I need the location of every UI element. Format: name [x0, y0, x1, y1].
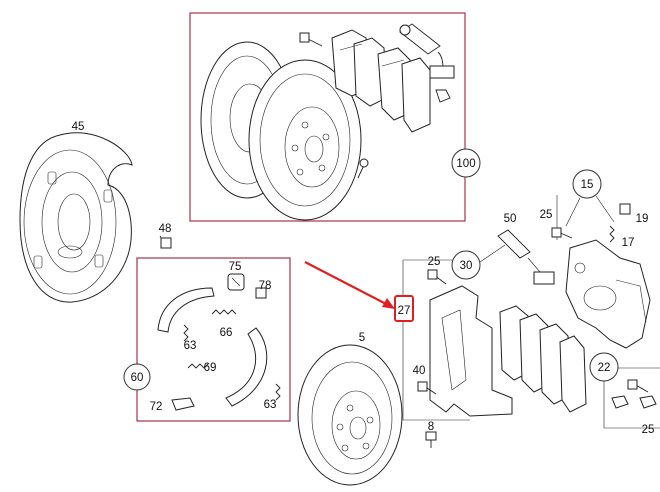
- callout-75-label[interactable]: 75: [229, 261, 242, 273]
- spring-69[interactable]: [187, 363, 209, 369]
- callout-27-label: 27: [398, 305, 411, 317]
- group-60-frame: [136, 257, 291, 422]
- spring-63-lower[interactable]: [275, 383, 281, 401]
- bolt-25-group-15[interactable]: [551, 227, 573, 239]
- callout-15-label: 15: [581, 179, 594, 191]
- callout-63-upper-label[interactable]: 63: [184, 340, 197, 352]
- bolt-group-100-b[interactable]: [357, 158, 369, 179]
- bleed-screw-17[interactable]: [609, 225, 615, 243]
- guide-pin-50[interactable]: [497, 229, 555, 285]
- parking-brake-shoe-upper[interactable]: [157, 287, 215, 333]
- callout-30[interactable]: 30: [451, 250, 481, 280]
- leader-15-b: [595, 195, 615, 223]
- callout-60-label: 60: [131, 372, 144, 384]
- leader-30: [479, 244, 506, 263]
- spring-66[interactable]: [211, 309, 237, 315]
- part-72[interactable]: [171, 397, 195, 411]
- bolt-25-group-30[interactable]: [427, 269, 447, 285]
- brake-disc-5[interactable]: [297, 344, 403, 486]
- callout-30-label: 30: [460, 260, 473, 272]
- callout-40-label[interactable]: 40: [413, 365, 426, 377]
- adjuster-75[interactable]: [227, 273, 245, 291]
- callout-27-highlight[interactable]: 27: [394, 295, 414, 322]
- spring-63-upper[interactable]: [183, 324, 189, 342]
- callout-72-label[interactable]: 72: [150, 401, 163, 413]
- bolt-25-group-22[interactable]: [611, 379, 657, 409]
- parking-brake-shoe-lower[interactable]: [225, 327, 268, 407]
- callout-50-label[interactable]: 50: [504, 213, 517, 225]
- highlight-arrow-shaft: [304, 261, 389, 306]
- backing-plate[interactable]: [19, 132, 133, 303]
- bolt-group-100-a[interactable]: [299, 32, 323, 47]
- callout-19-label[interactable]: 19: [636, 213, 649, 225]
- callout-25-group-15-label[interactable]: 25: [540, 209, 553, 221]
- callout-69-label[interactable]: 69: [204, 362, 217, 374]
- callout-78-label[interactable]: 78: [259, 280, 272, 292]
- part-78[interactable]: [255, 287, 267, 299]
- callout-22[interactable]: 22: [589, 352, 619, 382]
- callout-66-label[interactable]: 66: [220, 327, 233, 339]
- callout-5-label[interactable]: 5: [359, 332, 365, 344]
- callout-45-label[interactable]: 45: [72, 121, 85, 133]
- bolt-8[interactable]: [425, 431, 437, 448]
- callout-22-label: 22: [598, 362, 611, 374]
- brake-disc-pair-group-100[interactable]: [200, 41, 362, 221]
- highlight-arrow-head: [382, 298, 395, 309]
- brake-pads-group-30[interactable]: [499, 305, 587, 413]
- group-100-frame: [189, 12, 466, 222]
- bolt-48[interactable]: [159, 235, 172, 249]
- callout-100-label: 100: [456, 158, 475, 170]
- leader-15-a: [565, 197, 581, 227]
- callout-8-label[interactable]: 8: [428, 421, 434, 433]
- cap-19[interactable]: [619, 203, 631, 215]
- caliper-carrier-27[interactable]: [429, 285, 513, 417]
- callout-15[interactable]: 15: [572, 169, 602, 199]
- callout-17-label[interactable]: 17: [622, 237, 635, 249]
- brake-pad-set-group-100[interactable]: [331, 29, 431, 133]
- callout-48-label[interactable]: 48: [159, 223, 172, 235]
- callout-60[interactable]: 60: [123, 363, 151, 391]
- group-22-frame: [603, 367, 660, 429]
- callout-100[interactable]: 100: [451, 148, 481, 178]
- callout-63-lower-label[interactable]: 63: [264, 399, 277, 411]
- wear-sensor-group-100[interactable]: [399, 23, 455, 103]
- callout-25-group-22-label[interactable]: 25: [642, 424, 655, 436]
- callout-25-group-30-label[interactable]: 25: [428, 256, 441, 268]
- brake-caliper-15[interactable]: [565, 239, 651, 349]
- bolt-40[interactable]: [417, 381, 437, 395]
